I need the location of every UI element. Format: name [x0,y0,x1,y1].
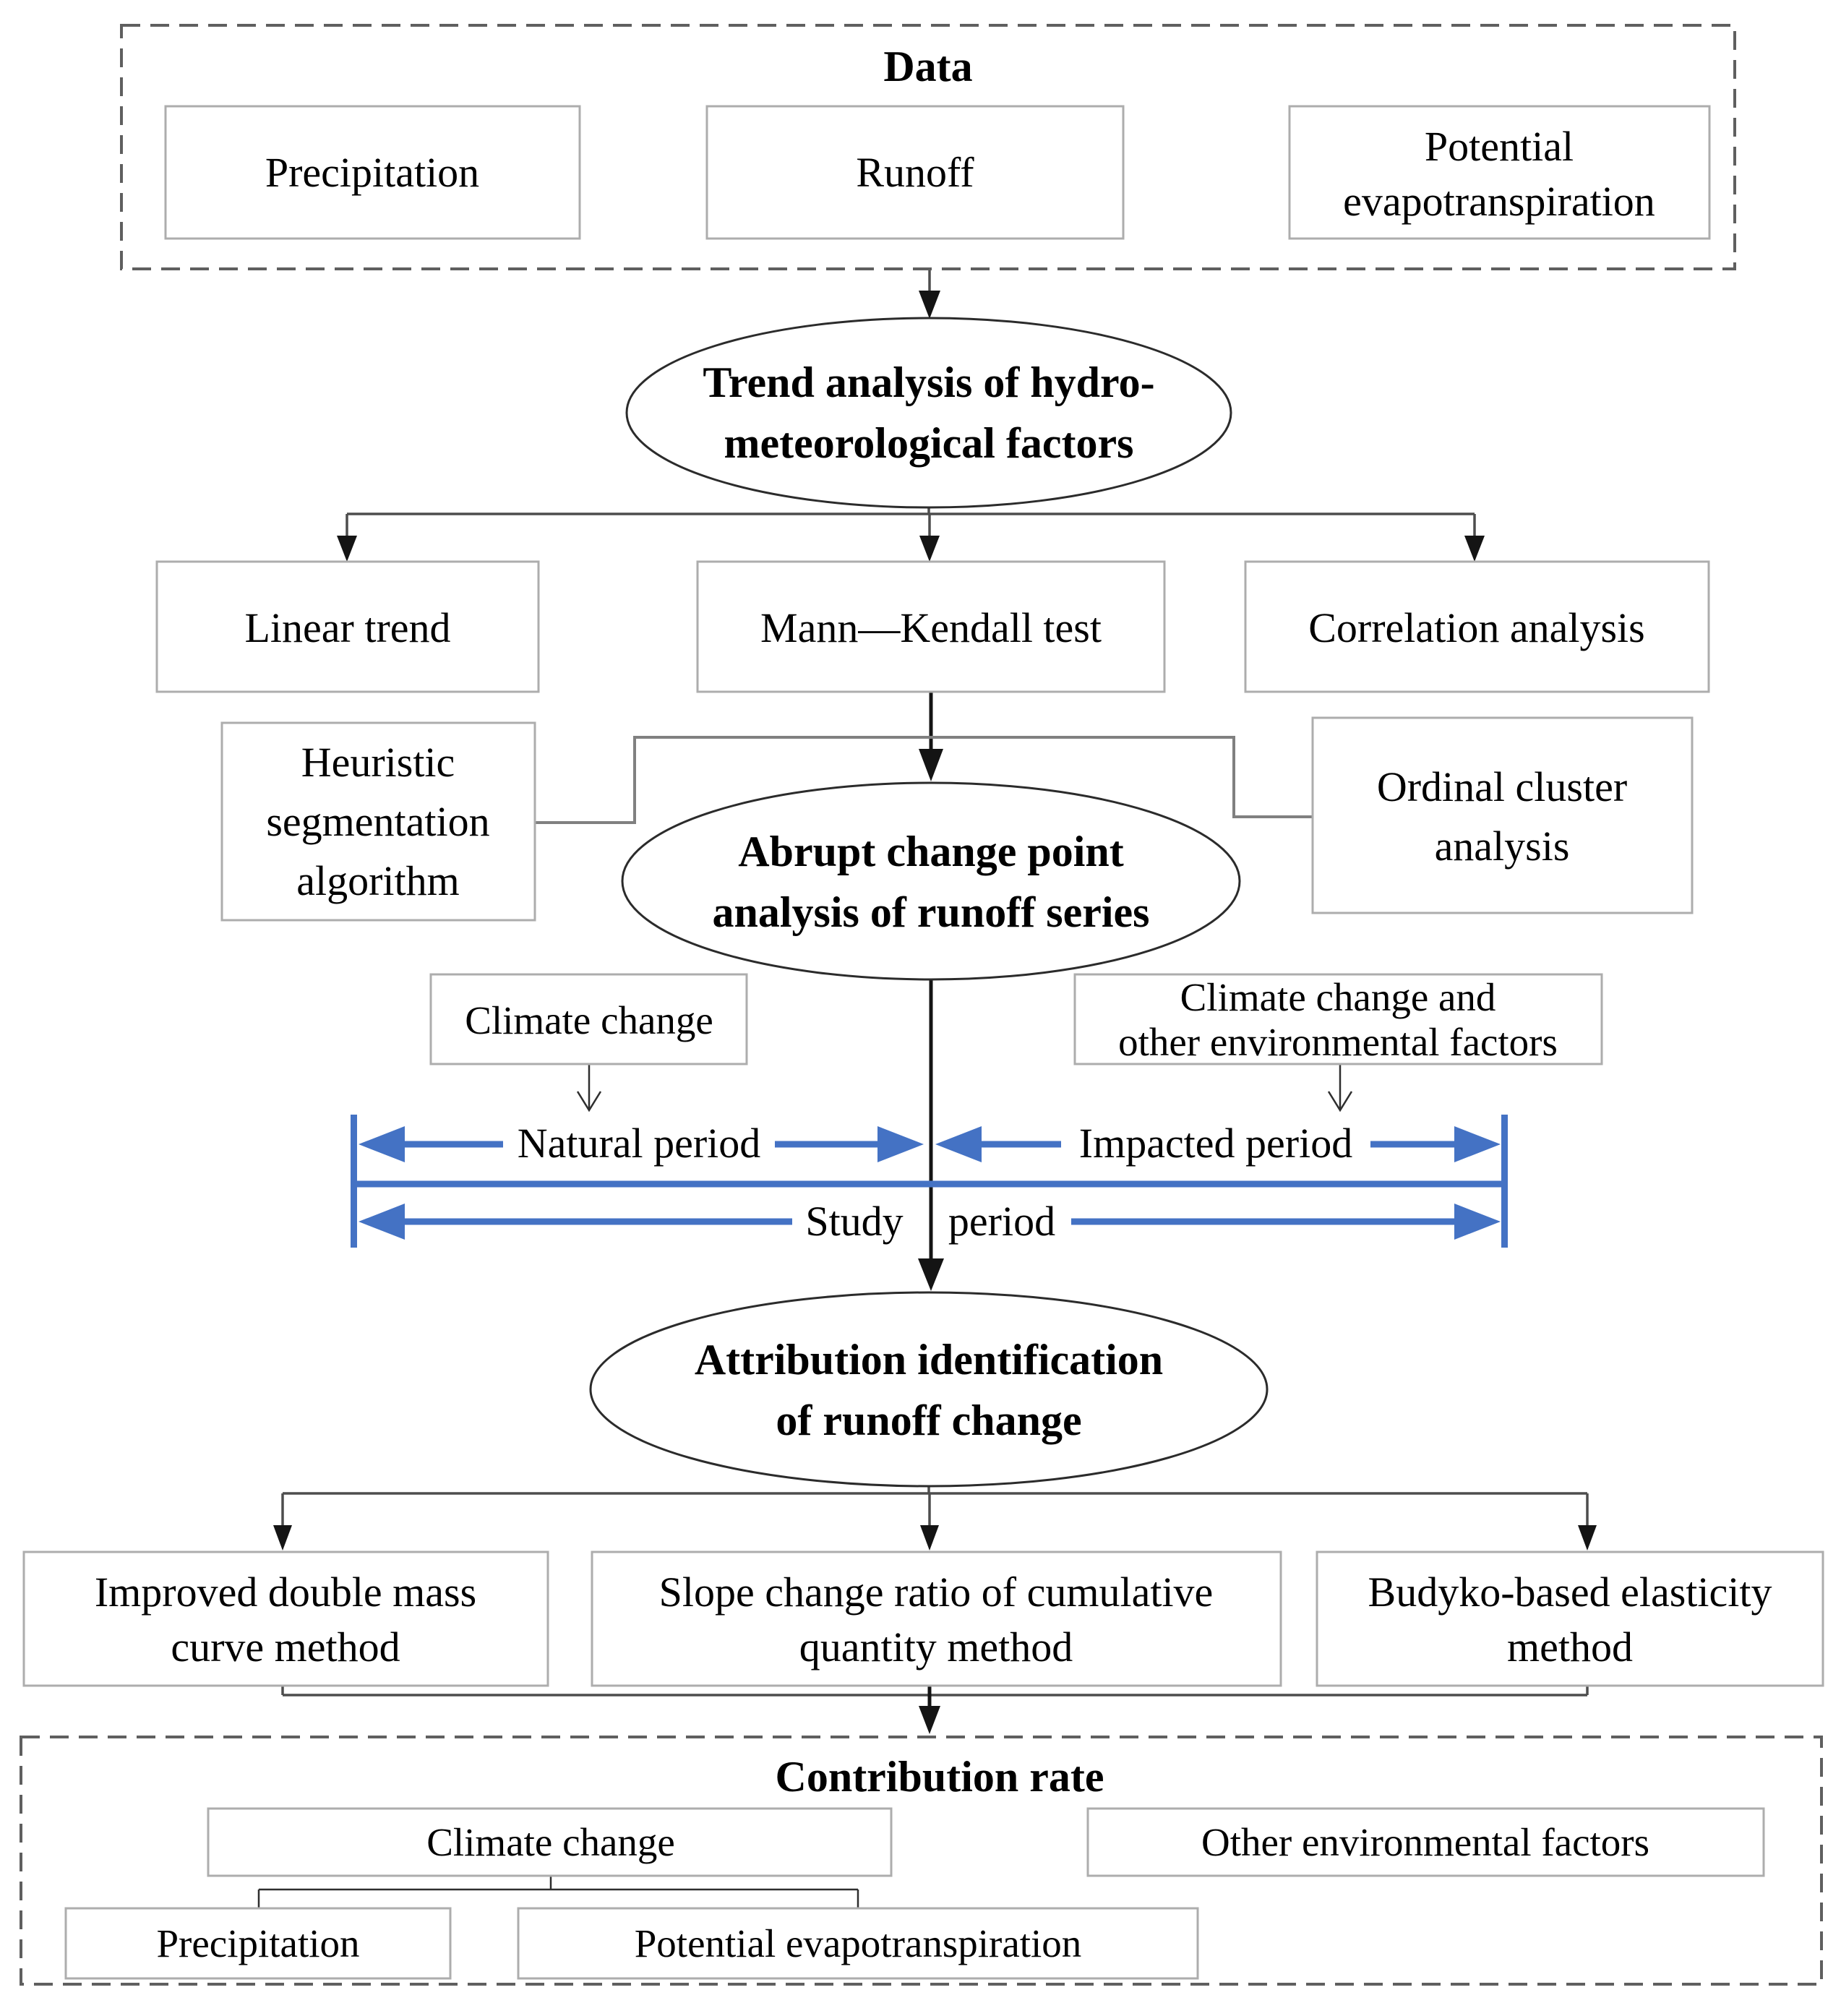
slope-change-ratio-label-line1: Slope change ratio of cumulative [659,1569,1214,1616]
correlation-analysis-label: Correlation analysis [1308,604,1645,651]
ordinal-cluster-box [1311,716,1694,914]
changepoint-ellipse-shape [621,781,1241,981]
arrow-left-icon [359,1204,405,1240]
arrow-down-icon [918,1258,944,1291]
arrow-open-down-icon [1327,1091,1353,1112]
budyko-elasticity-label-line2: method [1507,1623,1633,1670]
contribution-frame [20,1736,1823,1986]
connector-changepoint-to-attribution [918,979,944,1291]
connector-mk-to-changepoint-ellipse [919,692,943,781]
arrow-down-icon [337,536,357,562]
arrow-down-icon [920,1525,939,1550]
slope-change-ratio-box [591,1550,1282,1687]
other-factors-label-line2: other environmental factors [1118,1020,1558,1064]
potential-evapotranspiration-label-line1: Potential [1425,123,1574,170]
ordinal-label-line1: Ordinal cluster [1377,763,1627,810]
heuristic-label-line3: algorithm [296,857,460,904]
double-mass-curve-label-line2: curve method [171,1623,400,1670]
mann-kendall-label: Mann—Kendall test [760,604,1102,651]
runoff-box [705,105,1125,240]
trend-ellipse-label-line2: meteorological factors [724,419,1134,467]
arrow-right-icon [1454,1204,1501,1240]
connector-trend-ellipse-to-methods [337,507,1485,562]
linear-trend-box [155,560,540,693]
budyko-elasticity-box [1316,1550,1824,1687]
mann-kendall-box [696,560,1166,693]
contribution-title: Contribution rate [776,1753,1104,1801]
double-mass-curve-label-line1: Improved double mass [95,1569,476,1616]
potential-evapotranspiration-box [1288,105,1711,240]
contribution-other-box [1086,1807,1765,1877]
precipitation-label: Precipitation [265,149,479,196]
contribution-other-label: Other environmental factors [1201,1820,1649,1864]
connector-side-boxes-to-changepoint [535,736,1313,824]
arrow-down-icon [273,1525,292,1550]
trend-analysis-ellipse: Trend analysis of hydro- meteorological … [625,317,1232,509]
potential-evapotranspiration-label-line2: evapotranspiration [1343,178,1655,225]
other-factors-label-line1: Climate change and [1180,975,1496,1019]
budyko-elasticity-label-line1: Budyko-based elasticity [1368,1569,1772,1616]
change-point-section: Heuristic segmentation algorithm Ordinal… [220,716,1694,981]
contribution-pet-label: Potential evapotranspiration [635,1921,1082,1965]
other-factors-box [1073,973,1603,1065]
contribution-section: Contribution rate Climate change Other e… [20,1736,1823,1986]
connector-climate-to-timeline [576,1064,1353,1112]
arrow-left-icon [359,1126,405,1162]
heuristic-label-line2: segmentation [266,798,489,845]
contribution-precipitation-box [64,1907,452,1980]
runoff-label: Runoff [856,149,974,196]
arrow-open-down-icon [576,1091,602,1112]
heuristic-segmentation-box [220,721,536,922]
precipitation-box [164,105,581,240]
arrow-down-icon [1464,536,1485,562]
natural-period-label: Natural period [518,1120,761,1167]
climate-change-label: Climate change [465,998,713,1042]
slope-change-ratio-label-line2: quantity method [799,1623,1073,1670]
impacted-period-label: Impacted period [1079,1120,1352,1167]
data-section: Data Precipitation Runoff Potential evap… [120,24,1736,270]
attribution-ellipse-label-line2: of runoff change [776,1397,1081,1444]
double-mass-curve-box [22,1550,549,1687]
driver-boxes: Climate change Climate change and other … [429,973,1603,1065]
attribution-ellipse: Attribution identification of runoff cha… [589,1291,1269,1488]
contribution-climate-label: Climate change [426,1820,675,1864]
arrow-down-icon [919,536,940,562]
connector-climate-to-subfactors [257,1876,859,1908]
trend-ellipse-label-line1: Trend analysis of hydro- [703,359,1154,406]
trend-ellipse-shape [625,317,1232,509]
attribution-method-boxes: Improved double mass curve method Slope … [22,1550,1824,1687]
arrow-down-icon [919,749,943,781]
arrow-down-icon [919,1706,940,1734]
attribution-ellipse-label-line1: Attribution identification [695,1336,1163,1384]
changepoint-ellipse-label-line1: Abrupt change point [738,828,1123,875]
arrow-right-icon [1454,1126,1501,1162]
heuristic-label-line1: Heuristic [301,739,455,786]
timeline-left-bar [351,1115,357,1248]
arrow-right-icon [877,1126,924,1162]
contribution-climate-box [207,1807,893,1877]
contribution-pet-box [517,1907,1199,1980]
study-period-label-left: Study [805,1198,903,1245]
arrow-down-icon [1578,1525,1597,1550]
attribution-ellipse-shape [589,1291,1269,1488]
trend-method-boxes: Linear trend Mann—Kendall test Correlati… [155,560,1710,693]
data-section-frame [120,24,1736,270]
period-timeline: Natural period Impacted period Study per… [351,1115,1508,1248]
arrow-left-icon [935,1126,982,1162]
ordinal-label-line2: analysis [1435,823,1570,870]
contribution-precipitation-label: Precipitation [156,1921,359,1965]
arrow-down-icon [919,291,940,319]
connector-data-to-trend-ellipse [919,269,940,319]
connector-attribution-to-methods [273,1486,1597,1550]
study-period-label-right: period [948,1198,1055,1245]
linear-trend-label: Linear trend [244,604,450,651]
connector-methods-to-contribution [281,1686,1589,1734]
correlation-analysis-box [1244,560,1710,693]
data-section-title: Data [883,43,972,90]
changepoint-ellipse-label-line2: analysis of runoff series [713,888,1150,936]
climate-change-box [429,973,748,1065]
